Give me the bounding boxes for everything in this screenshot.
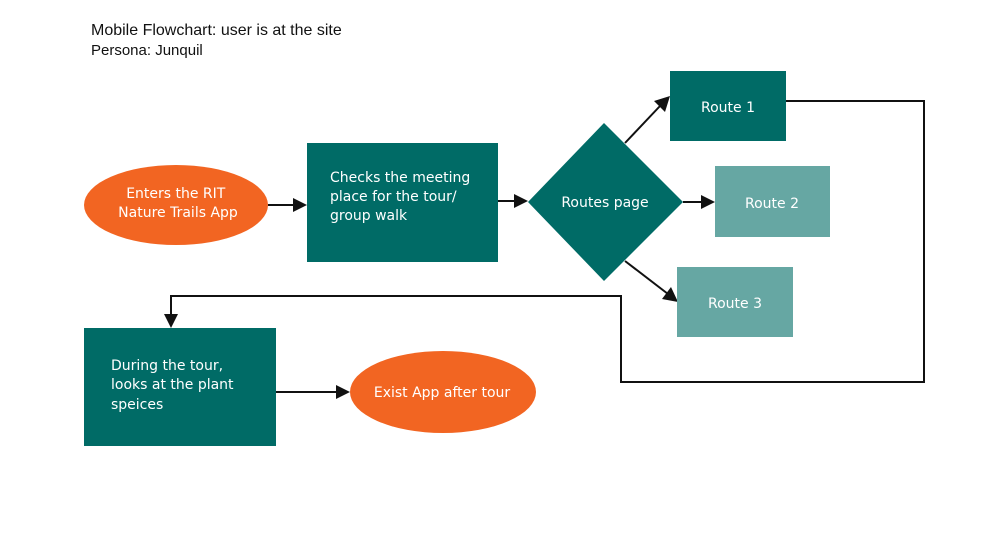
arrowhead-route1 [654, 96, 670, 112]
route3-box [677, 267, 793, 337]
arrowhead-exit [336, 385, 350, 399]
svg-text:Route 1: Route 1 [701, 100, 755, 116]
route2-label: Route 2 [745, 196, 799, 212]
route3-node: Route 3 [677, 267, 793, 337]
routes-page-diamond [528, 123, 683, 281]
svg-text:Route 3: Route 3 [708, 296, 762, 312]
route3-label: Route 3 [708, 296, 762, 312]
diagram-subtitle: Persona: Junquil [91, 42, 203, 59]
exit-label: Exist App after tour [374, 385, 511, 401]
svg-text:Checks the meeting place: Checks the meeting place for the tour/ g… [330, 170, 475, 224]
check-node: Checks the meeting place for the tour/ g… [307, 143, 498, 262]
during-node: During the tour, looks at the plant spei… [84, 328, 276, 446]
arrowhead-route2 [701, 195, 715, 209]
arrowhead-route3 [662, 287, 678, 302]
svg-text:Enters the RIT Nature Tr: Enters the RIT Nature Trails App [118, 186, 238, 221]
svg-text:Routes page: Routes page [561, 195, 648, 211]
during-label-line-2: looks at the plant [111, 377, 234, 393]
exit-ellipse [350, 351, 536, 433]
routes-page-node: Routes page [528, 123, 683, 281]
arrowhead-check [293, 198, 307, 212]
arrowhead-routes [514, 194, 528, 208]
route1-label: Route 1 [701, 100, 755, 116]
svg-text:Route 2: Route 2 [745, 196, 799, 212]
start-label-line-2: Nature Trails App [118, 205, 238, 221]
exit-node: Exist App after tour [350, 351, 536, 433]
route1-box [670, 71, 786, 141]
svg-text:Exist App after tour: Exist App after tour [374, 385, 511, 401]
check-box [307, 143, 498, 262]
route2-box [715, 166, 830, 237]
arrow-routes-to-route3 [624, 260, 669, 295]
arrow-routes-to-route1 [624, 105, 661, 144]
during-label-line-3: speices [111, 397, 163, 413]
routes-page-label: Routes page [561, 195, 648, 211]
start-label-line-1: Enters the RIT [126, 186, 226, 202]
check-label-line-1: Checks the meeting [330, 170, 470, 186]
route2-node: Route 2 [715, 166, 830, 237]
check-label-line-3: group walk [330, 208, 408, 224]
route1-node: Route 1 [670, 71, 786, 141]
start-node: Enters the RIT Nature Trails App [84, 165, 268, 245]
during-box [84, 328, 276, 446]
svg-text:During the tour, looks a: During the tour, looks at the plant spei… [111, 358, 238, 413]
arrow-route1-loop [170, 100, 925, 383]
diagram-title: Mobile Flowchart: user is at the site [91, 22, 342, 39]
connectors [164, 96, 925, 399]
start-ellipse [84, 165, 268, 245]
during-label-line-1: During the tour, [111, 358, 223, 374]
arrowhead-during [164, 314, 178, 328]
check-label-line-2: place for the tour/ [330, 189, 457, 205]
